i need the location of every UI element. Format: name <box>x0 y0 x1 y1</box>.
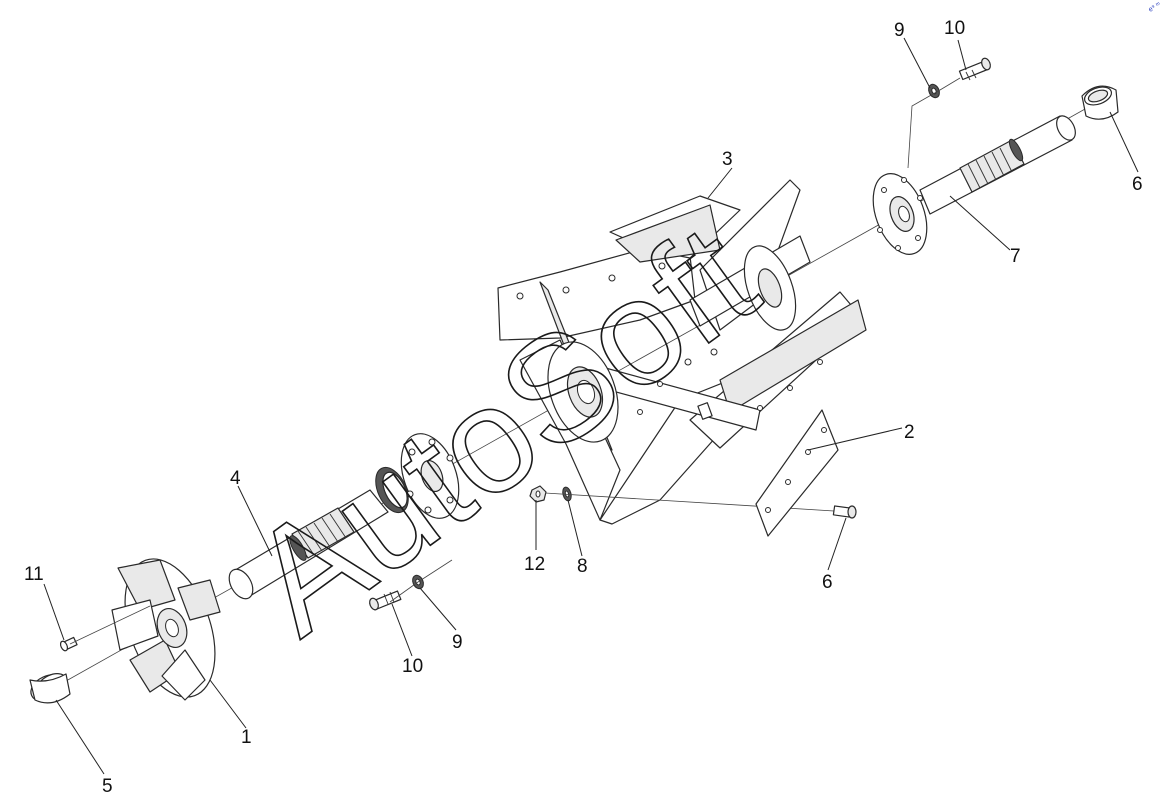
bolt-axis-plate <box>544 492 851 513</box>
bolt-axis-lower <box>389 559 453 603</box>
callout-11: 11 <box>24 564 44 585</box>
callout-2: 2 <box>904 422 915 443</box>
part-9-washer-upper[interactable] <box>927 83 942 100</box>
bolt-axis-upper <box>907 77 961 169</box>
part-1-impeller[interactable] <box>108 547 232 710</box>
bolt-axis-left <box>69 605 151 645</box>
callout-3: 3 <box>722 149 733 170</box>
callout-9-lower: 9 <box>452 632 463 653</box>
part-11-bolt[interactable] <box>59 636 78 652</box>
callout-10-upper: 10 <box>944 18 965 39</box>
callout-6-upper: 6 <box>1132 174 1143 195</box>
part-6-seal-ring-right[interactable] <box>1081 84 1119 120</box>
shaft-seal-left[interactable] <box>369 462 415 517</box>
callout-1: 1 <box>241 727 252 748</box>
part-6-bolt-lower[interactable] <box>832 505 857 519</box>
part-2-blade-plate[interactable] <box>755 409 839 537</box>
part-5-seal-ring-left[interactable] <box>27 670 71 707</box>
part-7-shaft-right[interactable] <box>919 113 1079 215</box>
callout-10-lower: 10 <box>402 656 423 677</box>
callout-6-lower: 6 <box>822 572 833 593</box>
flange-right[interactable] <box>863 166 937 261</box>
callout-8: 8 <box>577 556 588 577</box>
part-12-nut[interactable] <box>529 485 547 503</box>
corner-mark: e⁹ ᵐ <box>1148 1 1163 13</box>
part-3-rotor-frame[interactable] <box>497 179 867 525</box>
callout-4: 4 <box>230 468 241 489</box>
callout-5: 5 <box>102 776 113 797</box>
leader-lines <box>43 37 1139 775</box>
callout-12: 12 <box>524 554 545 575</box>
callout-9-upper: 9 <box>894 20 905 41</box>
part-4-shaft-left[interactable] <box>224 489 389 603</box>
callout-7: 7 <box>1010 246 1021 267</box>
flange-left[interactable] <box>391 426 470 526</box>
part-10-bolt-upper[interactable] <box>958 57 992 81</box>
